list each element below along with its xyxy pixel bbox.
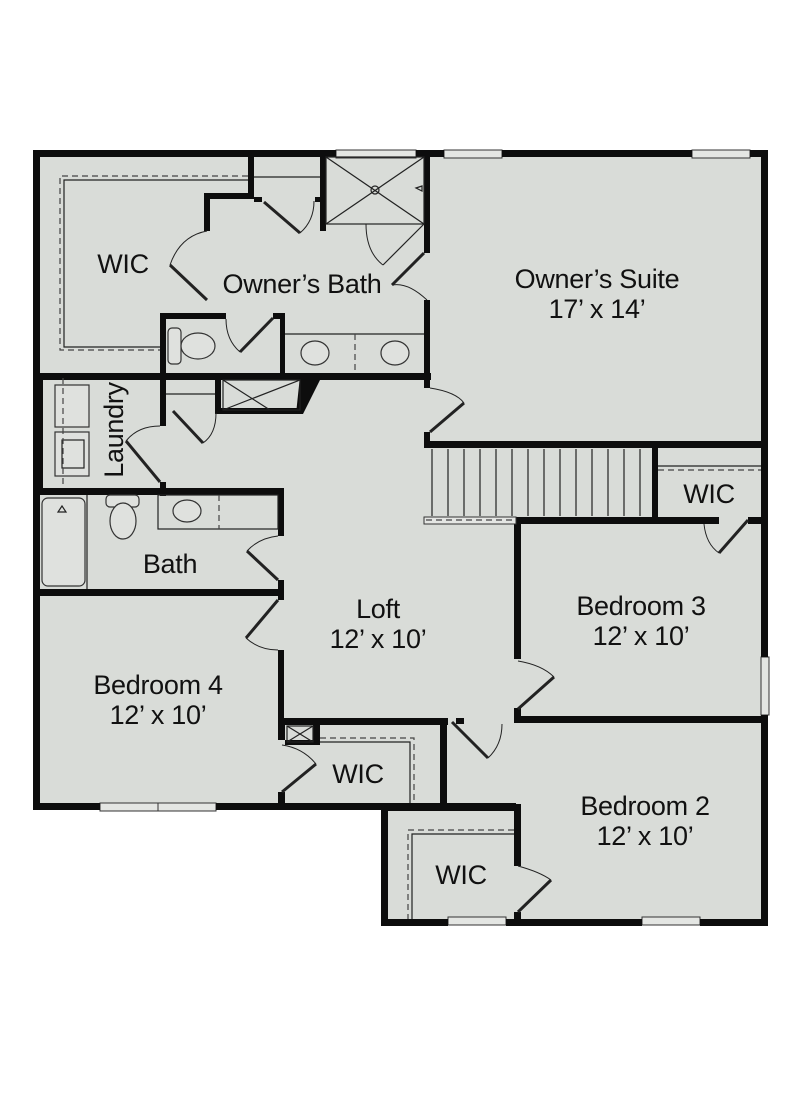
- room-label-wic-bed3: WIC: [683, 479, 735, 509]
- room-label-laundry: Laundry: [99, 382, 129, 477]
- room-label-wic-owner: WIC: [97, 249, 149, 279]
- room-dimensions: 12’ x 10’: [329, 624, 427, 654]
- room-name: WIC: [332, 758, 384, 789]
- room-name: Bath: [142, 548, 198, 579]
- room-label-wic-bed2: WIC: [435, 860, 487, 890]
- room-dimensions: 17’ x 14’: [548, 294, 646, 324]
- room-label-wic-bed4: WIC: [332, 759, 384, 789]
- room-name: Bedroom 2: [580, 790, 710, 821]
- doors: [124, 200, 750, 914]
- chases: [166, 379, 314, 743]
- room-name: Bedroom 3: [576, 590, 706, 621]
- room-dimensions: 12’ x 10’: [592, 621, 690, 651]
- room-label-bath: Bath: [142, 548, 198, 579]
- room-name: WIC: [683, 478, 735, 509]
- room-label-loft: Loft 12’ x 10’: [330, 594, 427, 654]
- room-label-owners-bath: Owner’s Bath: [223, 269, 382, 299]
- closet-shelves: [59, 175, 761, 919]
- room-name: Laundry: [98, 382, 129, 478]
- room-label-bedroom-2: Bedroom 2 12’ x 10’: [580, 790, 710, 851]
- room-name: WIC: [435, 859, 487, 890]
- room-name: Owner’s Suite: [514, 263, 680, 294]
- room-label-bedroom-3: Bedroom 3 12’ x 10’: [576, 590, 706, 651]
- owners-shower: [325, 156, 425, 266]
- room-name: WIC: [97, 248, 149, 279]
- room-name: Owner’s Bath: [222, 268, 382, 299]
- room-label-owners-suite: Owner’s Suite 17’ x 14’: [515, 264, 680, 324]
- fixtures: [41, 327, 424, 589]
- room-dimensions: 12’ x 10’: [596, 821, 694, 851]
- staircase: [423, 449, 641, 525]
- room-name: Loft: [356, 593, 400, 624]
- room-name: Bedroom 4: [93, 669, 223, 700]
- room-dimensions: 12’ x 10’: [109, 700, 207, 730]
- room-label-bedroom-4: Bedroom 4 12’ x 10’: [93, 669, 223, 730]
